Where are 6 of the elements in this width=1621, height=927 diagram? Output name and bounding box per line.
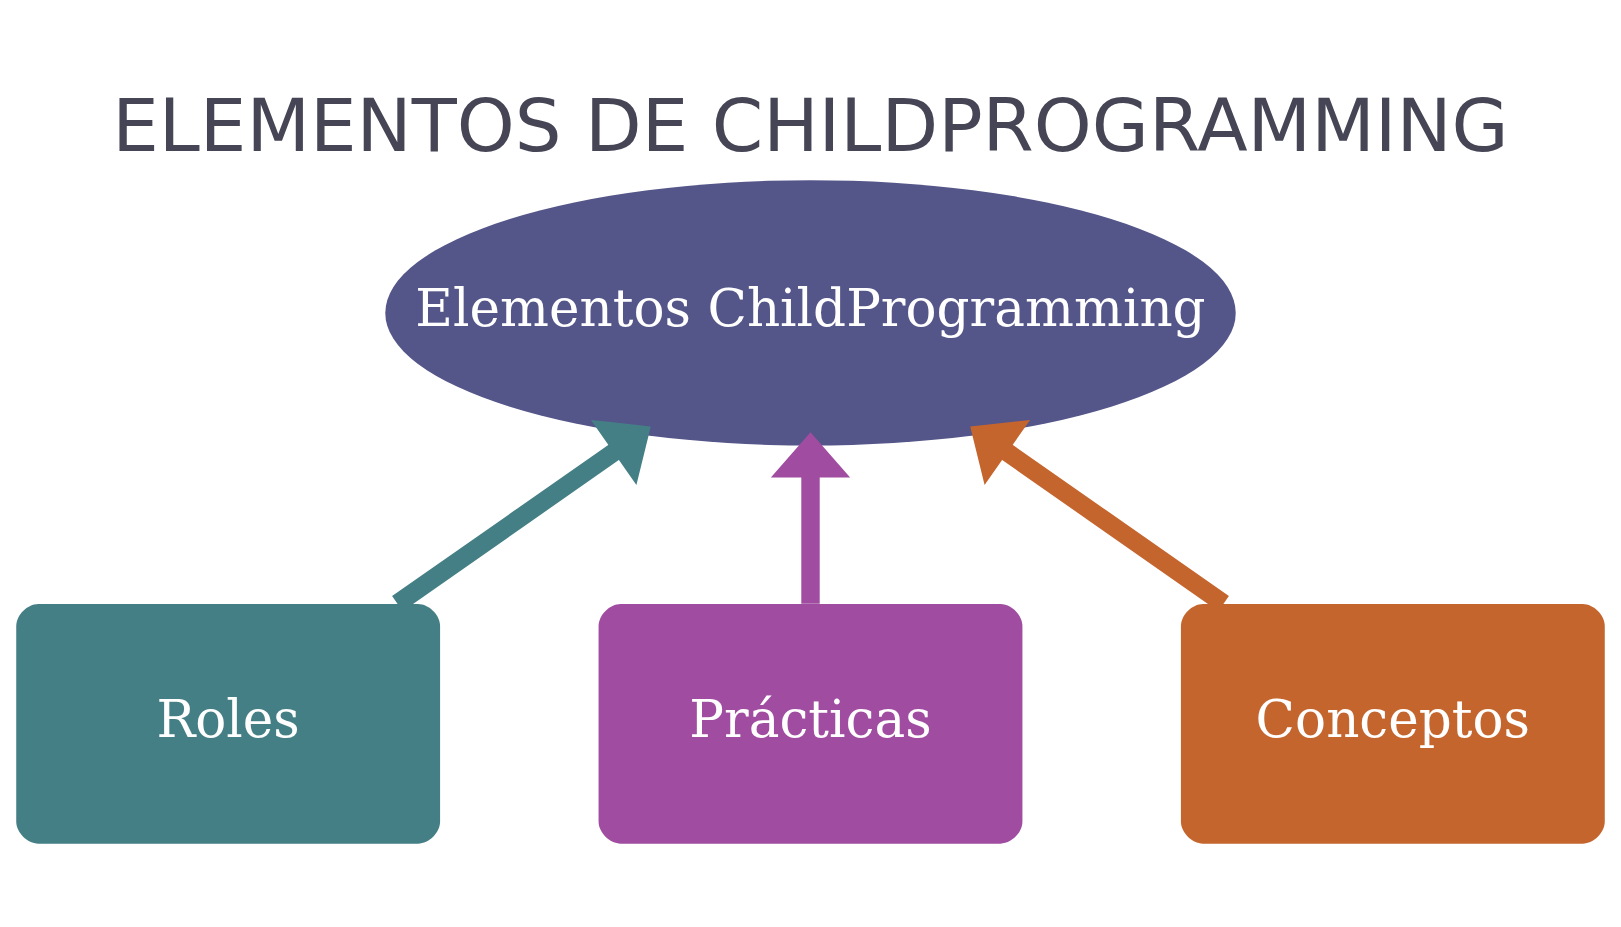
diagram-title: ELEMENTOS DE CHILDPROGRAMMING [112,82,1509,168]
node-ellipse: Elementos ChildProgramming [385,179,1236,446]
node-box: Roles [16,603,441,844]
node-box: Conceptos [1180,603,1605,844]
arrow [770,431,851,604]
node-box: Prácticas [598,603,1023,844]
